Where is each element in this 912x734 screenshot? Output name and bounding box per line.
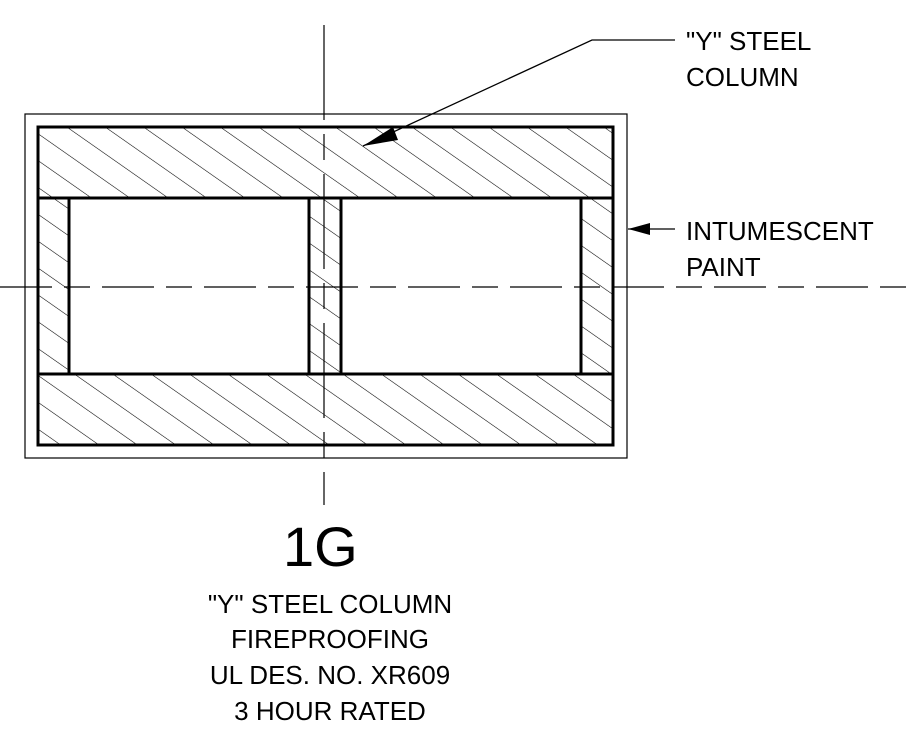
paint-label-line2: PAINT: [686, 252, 761, 282]
intumescent-paint-outline: [24, 113, 628, 459]
caption-line-4: 3 HOUR RATED: [234, 696, 426, 726]
caption-line-2: FIREPROOFING: [231, 624, 429, 654]
center-web: [307, 196, 343, 376]
column-leader-arrowhead: [363, 127, 398, 146]
column-label-line2: COLUMN: [686, 62, 799, 92]
paint-leader-arrowhead: [628, 223, 650, 235]
bottom-flange: [36, 372, 615, 447]
caption-line-1: "Y" STEEL COLUMN: [208, 589, 452, 619]
left-web: [36, 196, 71, 376]
column-leader: [362, 39, 675, 147]
caption-line-3: UL DES. NO. XR609: [210, 660, 450, 690]
steel-section: [36, 125, 615, 447]
top-flange: [36, 125, 615, 200]
column-label-line1: "Y" STEEL: [686, 26, 811, 56]
detail-number: 1G: [283, 515, 358, 578]
paint-label-line1: INTUMESCENT: [686, 216, 874, 246]
paint-leader: [628, 223, 675, 235]
right-web: [579, 196, 615, 376]
